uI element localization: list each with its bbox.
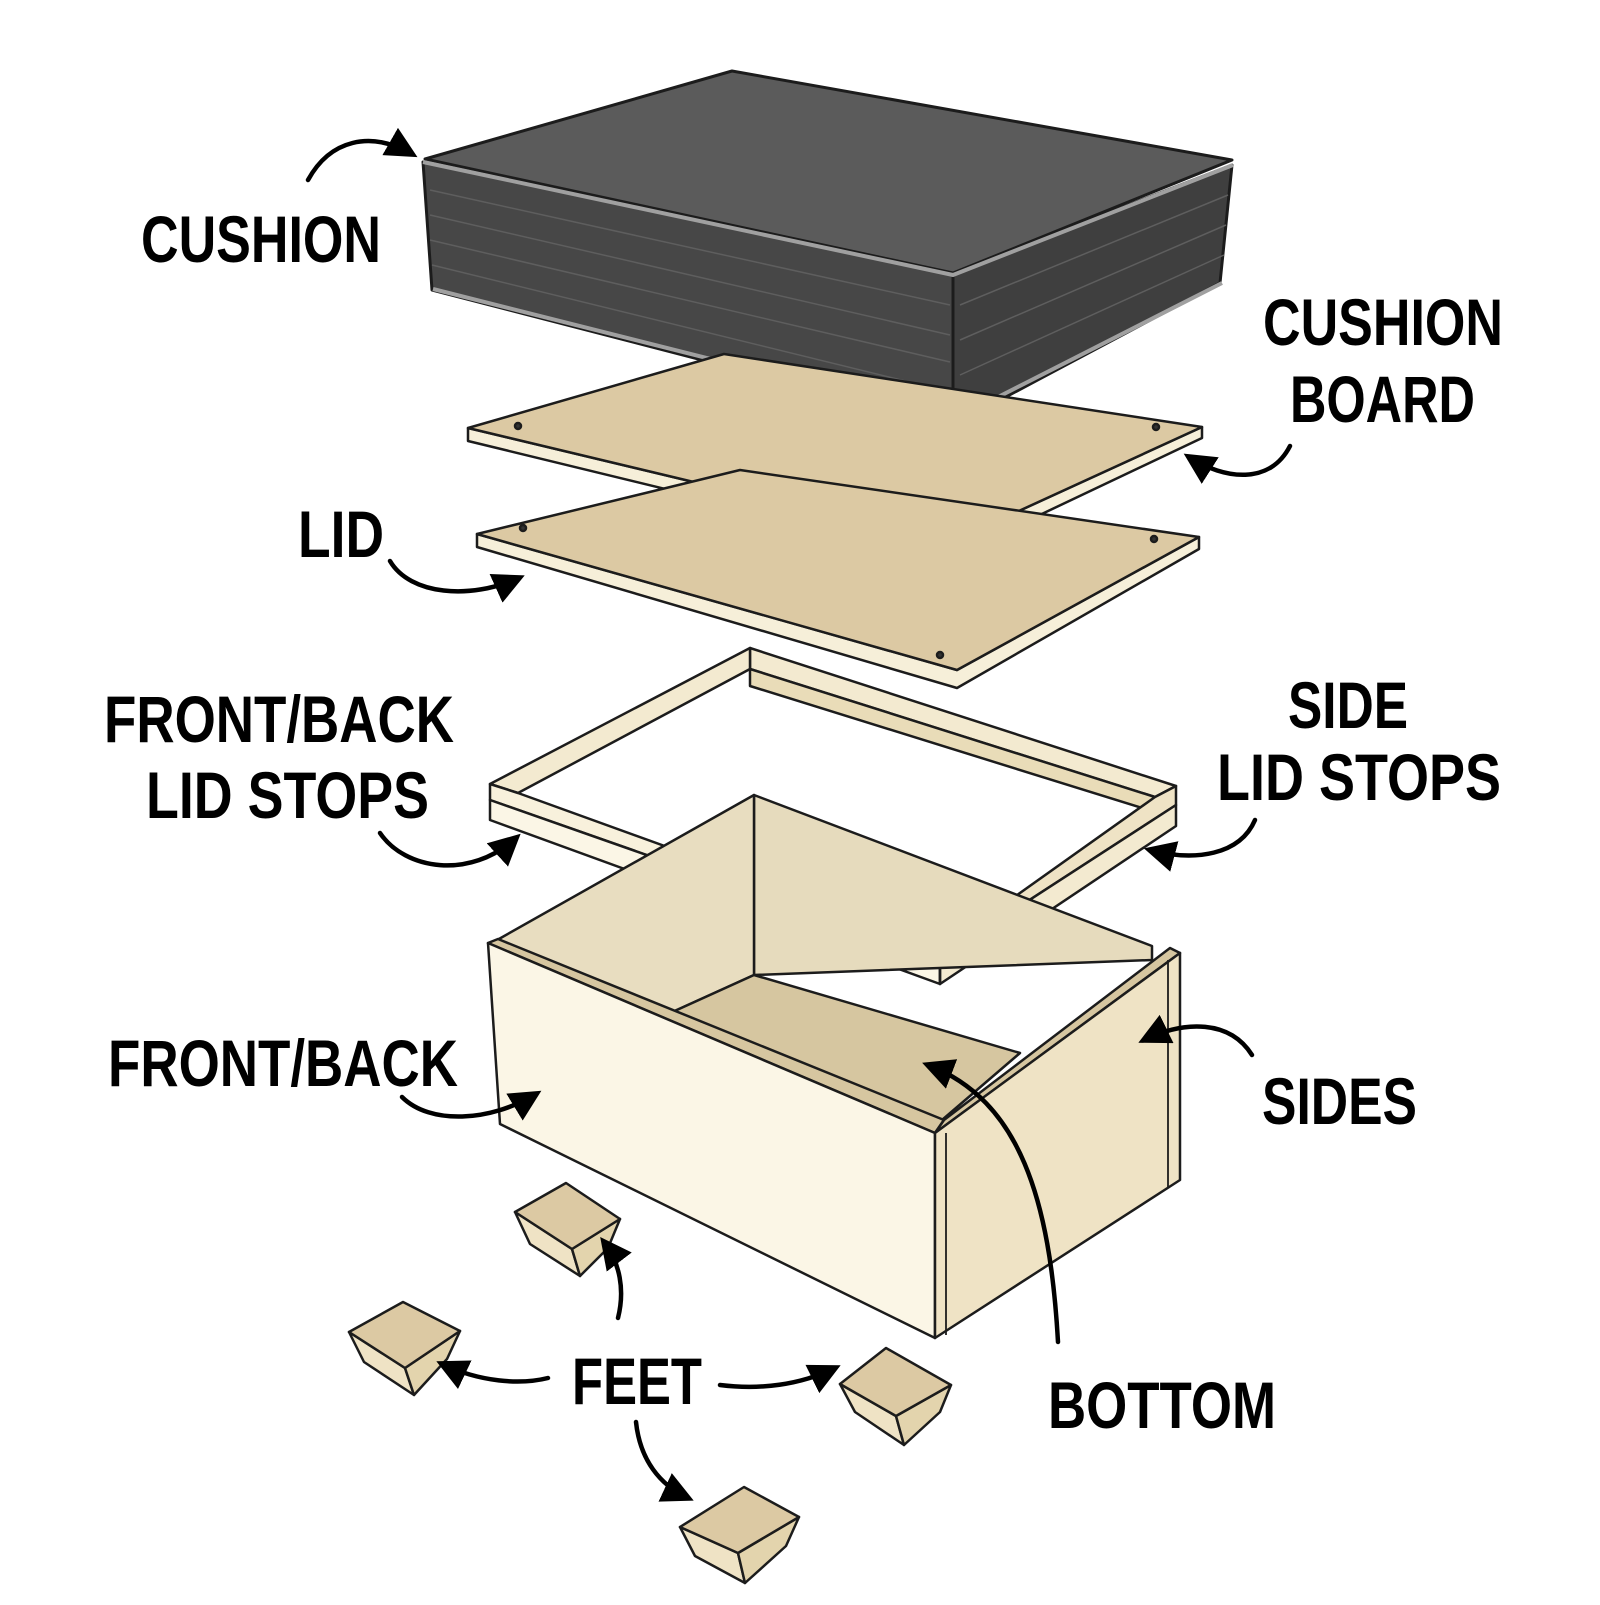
foot-3 — [838, 1346, 953, 1447]
feet-arrow-up — [600, 1236, 632, 1321]
label-cushion-board-line1: CUSHION — [1263, 285, 1503, 359]
storage-box — [486, 793, 1182, 1340]
labels: CUSHION CUSHION BOARD LID FRONT/BACK LID… — [104, 202, 1503, 1442]
bottom-arrow — [922, 1059, 1061, 1345]
sides-arrow — [1138, 1014, 1255, 1058]
side-panel — [933, 951, 1182, 1340]
foot-4 — [678, 1485, 801, 1585]
screw-hole — [1151, 422, 1161, 432]
foot-2 — [347, 1300, 462, 1397]
label-sides: SIDES — [1262, 1064, 1417, 1138]
foot-1 — [513, 1181, 622, 1278]
label-side-lid-stops-line2: LID STOPS — [1217, 740, 1501, 814]
cushion-texture — [429, 189, 1229, 393]
label-front-back-lid-stops-line2: LID STOPS — [146, 758, 429, 832]
callout-arrows — [305, 127, 1293, 1502]
lid — [475, 468, 1201, 690]
screw-hole — [513, 421, 523, 431]
label-cushion: CUSHION — [141, 202, 381, 276]
label-front-back: FRONT/BACK — [108, 1026, 458, 1100]
box-inner-back-wall — [752, 793, 1154, 977]
lid-arrow — [387, 558, 525, 603]
label-lid: LID — [298, 497, 384, 571]
left-side-lid-stop — [488, 646, 752, 795]
label-bottom: BOTTOM — [1048, 1368, 1276, 1442]
feet-arrow-left — [436, 1360, 551, 1390]
cushion-board-arrow — [1183, 443, 1293, 484]
screw-hole — [1149, 534, 1159, 544]
cushion — [421, 69, 1234, 427]
screw-hole — [935, 650, 945, 660]
label-side-lid-stops-line1: SIDE — [1288, 668, 1408, 742]
front-back-arrow — [399, 1090, 542, 1121]
label-front-back-lid-stops-line1: FRONT/BACK — [104, 682, 454, 756]
cushion-arrow — [305, 127, 418, 183]
label-feet: FEET — [572, 1344, 702, 1418]
lid-face — [475, 468, 1201, 672]
feet-arrow-right — [717, 1364, 841, 1394]
cushion-top-face — [423, 69, 1234, 275]
front-back-lid-stops-arrow — [377, 830, 521, 868]
feet-arrow-down — [633, 1419, 694, 1502]
label-cushion-board-line2: BOARD — [1290, 362, 1475, 436]
screw-hole — [518, 523, 528, 533]
cushion-top-piping — [422, 160, 1234, 277]
side-lid-stops-arrow — [1143, 817, 1258, 872]
